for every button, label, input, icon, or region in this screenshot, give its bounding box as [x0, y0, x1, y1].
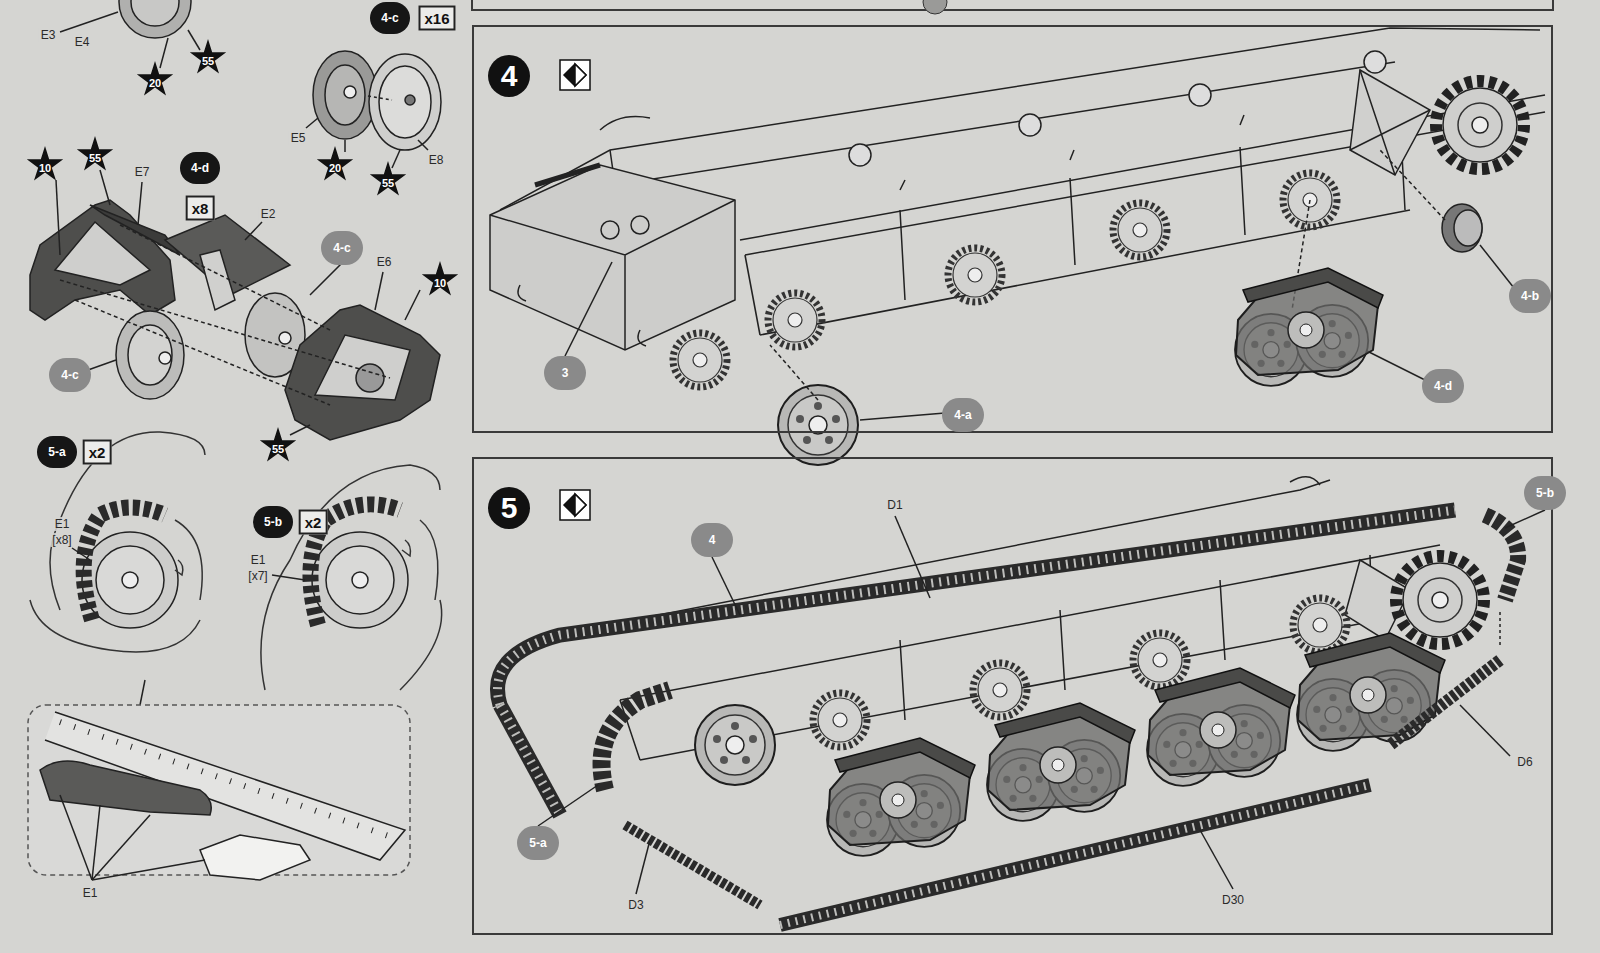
part-label: E6: [375, 255, 394, 269]
part-label: D30: [1220, 893, 1246, 907]
paint-number: 55: [382, 178, 394, 189]
subassembly-number: 5-a: [37, 436, 77, 468]
step-panel: 4: [472, 25, 1553, 433]
quantity-box: x16: [418, 6, 455, 31]
part-label: E1: [81, 886, 100, 900]
quantity-box: x8: [186, 196, 215, 221]
part-label: E1: [53, 517, 72, 531]
part-label: E5: [289, 131, 308, 145]
step-number: 5: [488, 487, 530, 529]
subassembly-number: 4-c: [370, 2, 410, 34]
callout-number: 5-b: [1524, 476, 1566, 510]
quantity-box: x2: [299, 510, 328, 535]
paint-number: 20: [329, 163, 341, 174]
part-label: E8: [427, 153, 446, 167]
part-label: E2: [259, 207, 278, 221]
callout-number: 4: [691, 523, 733, 557]
paint-number: 55: [202, 56, 214, 67]
part-label: [x7]: [246, 569, 269, 583]
step-number: 4: [488, 55, 530, 97]
part-label: E3: [39, 28, 58, 42]
callout-number: 4-d: [1422, 369, 1464, 403]
subassembly-number: 4-d: [180, 152, 220, 184]
part-label: [x8]: [50, 533, 73, 547]
part-label: E7: [133, 165, 152, 179]
part-label: D3: [626, 898, 645, 912]
part-label: D6: [1515, 755, 1534, 769]
callout-number: 3: [544, 356, 586, 390]
callout-number: 5-a: [517, 826, 559, 860]
callout-number: 4-c: [49, 358, 91, 392]
callout-number: 4-b: [1509, 279, 1551, 313]
paint-number: 55: [89, 153, 101, 164]
paint-number: 55: [272, 444, 284, 455]
subassembly-number: 5-b: [253, 506, 293, 538]
quantity-box: x2: [83, 440, 112, 465]
part-label: E1: [249, 553, 268, 567]
callout-number: 4-a: [942, 398, 984, 432]
step-panel: 5: [472, 457, 1553, 935]
paint-number: 10: [39, 163, 51, 174]
part-label: D1: [885, 498, 904, 512]
paint-number: 10: [434, 278, 446, 289]
callout-number: 4-c: [321, 231, 363, 265]
paint-number: 20: [149, 78, 161, 89]
part-label: E4: [73, 35, 92, 49]
